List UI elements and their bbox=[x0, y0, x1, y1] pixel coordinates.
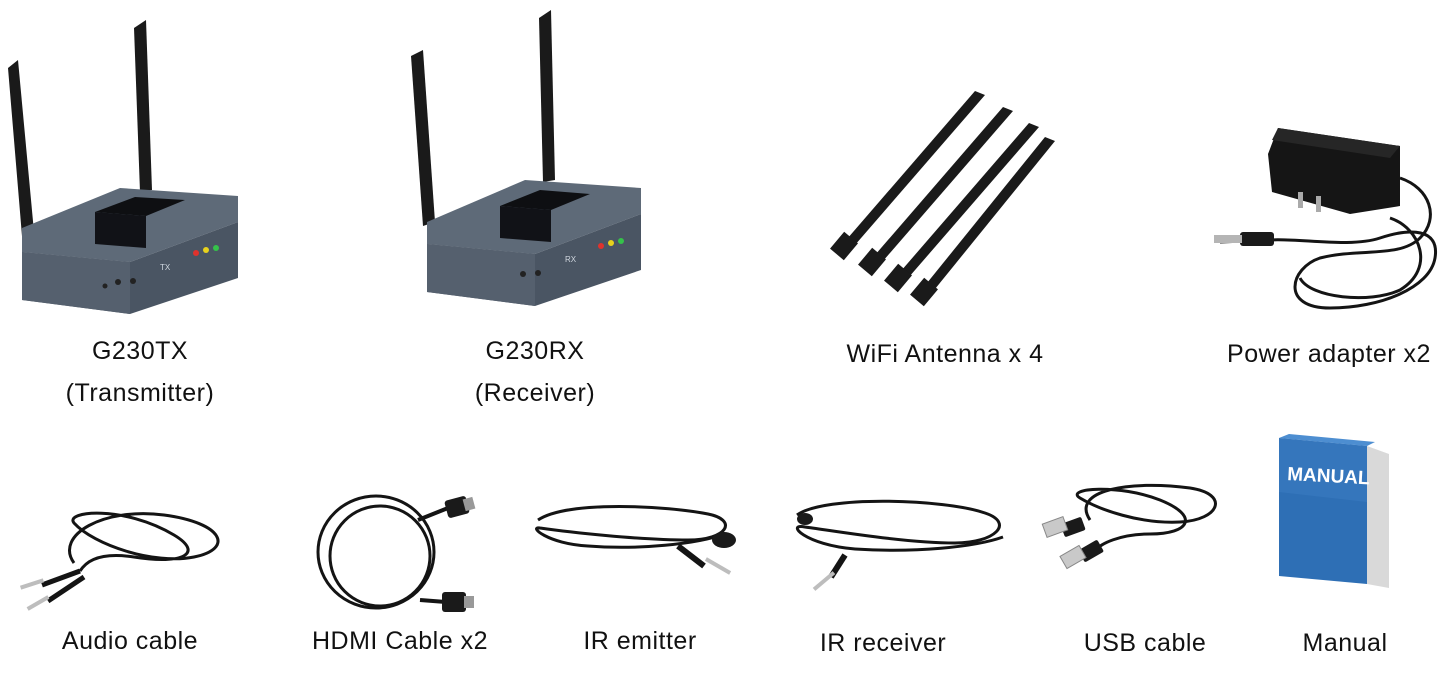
ir-receiver-icon bbox=[795, 499, 1004, 591]
transmitter-device-icon: TX bbox=[8, 20, 238, 314]
antenna-label: WiFi Antenna x 4 bbox=[846, 340, 1044, 368]
audio-cable-label: Audio cable bbox=[61, 627, 199, 655]
transmitter-model: G230TX bbox=[91, 337, 189, 365]
rx-panel-label: RX bbox=[565, 255, 577, 264]
ir-emitter-icon bbox=[535, 505, 736, 575]
tx-panel-label: TX bbox=[160, 263, 171, 272]
receiver-device-icon: RX bbox=[411, 10, 641, 306]
receiver-model: G230RX bbox=[485, 337, 585, 365]
audio-cable-icon bbox=[19, 511, 220, 611]
hdmi-cable-label: HDMI Cable x2 bbox=[312, 627, 488, 655]
power-adapter-icon bbox=[1214, 128, 1437, 310]
manual-cover-text: MANUAL bbox=[1287, 464, 1371, 489]
manual-label: Manual bbox=[1302, 629, 1388, 657]
hdmi-cable-icon bbox=[316, 494, 476, 612]
ir-emitter-label: IR emitter bbox=[583, 627, 697, 655]
usb-cable-icon bbox=[1041, 483, 1217, 570]
receiver-label: G230RX (Receiver) bbox=[435, 330, 635, 414]
ir-receiver-label: IR receiver bbox=[819, 629, 947, 657]
usb-cable-label: USB cable bbox=[1083, 629, 1207, 657]
wifi-antenna-icon bbox=[830, 91, 1055, 307]
power-adapter-label: Power adapter x2 bbox=[1227, 340, 1431, 368]
transmitter-label: G230TX (Transmitter) bbox=[40, 330, 240, 414]
transmitter-role: (Transmitter) bbox=[65, 379, 215, 407]
receiver-role: (Receiver) bbox=[474, 379, 596, 407]
manual-book-icon: MANUAL bbox=[1279, 434, 1389, 588]
